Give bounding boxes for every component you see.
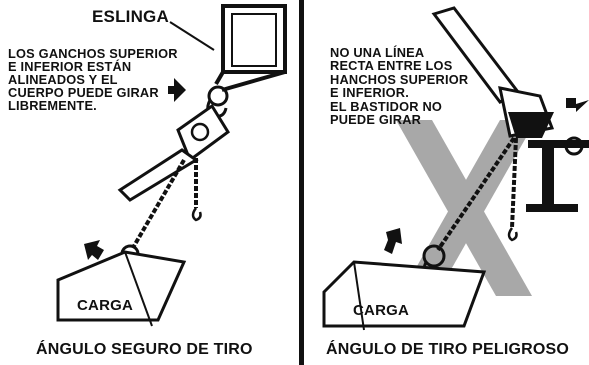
load-box — [322, 260, 487, 328]
note-line: ALINEADOS Y EL — [8, 72, 118, 87]
load-chain — [132, 158, 186, 248]
note-line: EL BASTIDOR NO — [330, 98, 443, 114]
load-chain — [436, 136, 516, 252]
sling-label: ESLINGA — [92, 7, 169, 26]
note-line: NO UNA LÍNEA — [330, 45, 425, 60]
load-box-edge — [124, 251, 153, 327]
slack-chain-hook — [507, 227, 518, 242]
dangerous-angle-caption: ÁNGULO DE TIRO PELIGROSO — [326, 341, 570, 358]
beam-arrow-icon — [566, 98, 589, 112]
lower-arrow-icon — [384, 228, 402, 254]
load-box-edge — [353, 261, 365, 331]
safe-angle-caption: ÁNGULO SEGURO DE TIRO — [36, 341, 253, 358]
load-box — [56, 250, 187, 322]
note-line: HANCHOS SUPERIOR — [330, 71, 469, 87]
note-line: LIBREMENTE. — [8, 98, 97, 113]
sling-pointer-line — [169, 21, 215, 51]
dangerous-hoist-illustration — [322, 6, 589, 331]
hoist-body — [117, 103, 231, 202]
safe-angle-note: LOS GANCHOS SUPERIOR E INFERIOR ESTÁN AL… — [8, 47, 203, 112]
sling-frame — [214, 4, 287, 92]
note-line: E INFERIOR. — [330, 85, 409, 101]
note-line: CUERPO PUEDE GIRAR — [8, 85, 159, 100]
warning-x-icon — [396, 120, 536, 296]
note-line: RECTA ENTRE LOS — [330, 58, 453, 74]
safe-hoist-illustration — [56, 4, 287, 327]
panel-divider — [299, 0, 304, 365]
slack-chain — [510, 137, 518, 229]
load-label: CARGA — [77, 297, 133, 314]
note-line: PUEDE GIRAR — [330, 112, 422, 128]
i-beam — [526, 140, 589, 212]
load-label: CARGA — [353, 302, 409, 319]
note-line: LOS GANCHOS SUPERIOR — [8, 46, 178, 61]
dangerous-angle-note: NO UNA LÍNEA RECTA ENTRE LOS HANCHOS SUP… — [330, 45, 510, 128]
safe-angle-panel: ESLINGA LOS GANCHOS SUPERIOR E INFERIOR … — [8, 4, 287, 358]
note-line: E INFERIOR ESTÁN — [8, 59, 132, 74]
lower-arrow-icon — [84, 240, 104, 260]
dangerous-angle-panel: NO UNA LÍNEA RECTA ENTRE LOS HANCHOS SUP… — [304, 0, 589, 365]
hoist-body — [498, 86, 584, 156]
slack-chain-hook — [191, 207, 202, 222]
upper-arrow-icon — [168, 78, 186, 102]
